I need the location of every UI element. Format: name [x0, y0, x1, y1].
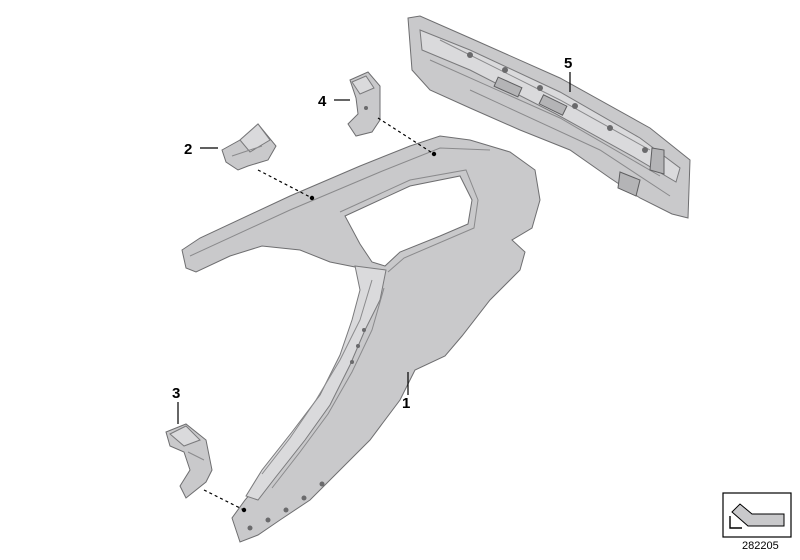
arrow-direction-icon — [722, 492, 792, 538]
reference-number: 282205 — [742, 540, 779, 552]
callout-5: 5 — [564, 55, 572, 72]
callout-1: 1 — [402, 395, 410, 412]
callout-2: 2 — [184, 141, 192, 158]
callout-3: 3 — [172, 385, 180, 402]
leader-lines — [177, 72, 571, 513]
part-3-bracket — [165, 423, 213, 499]
part-4-bracket — [347, 71, 381, 137]
part-1-side-frame — [181, 135, 541, 543]
part-5-rear-panel — [407, 15, 691, 219]
callout-4: 4 — [318, 93, 327, 110]
part-2-bracket — [221, 123, 277, 171]
